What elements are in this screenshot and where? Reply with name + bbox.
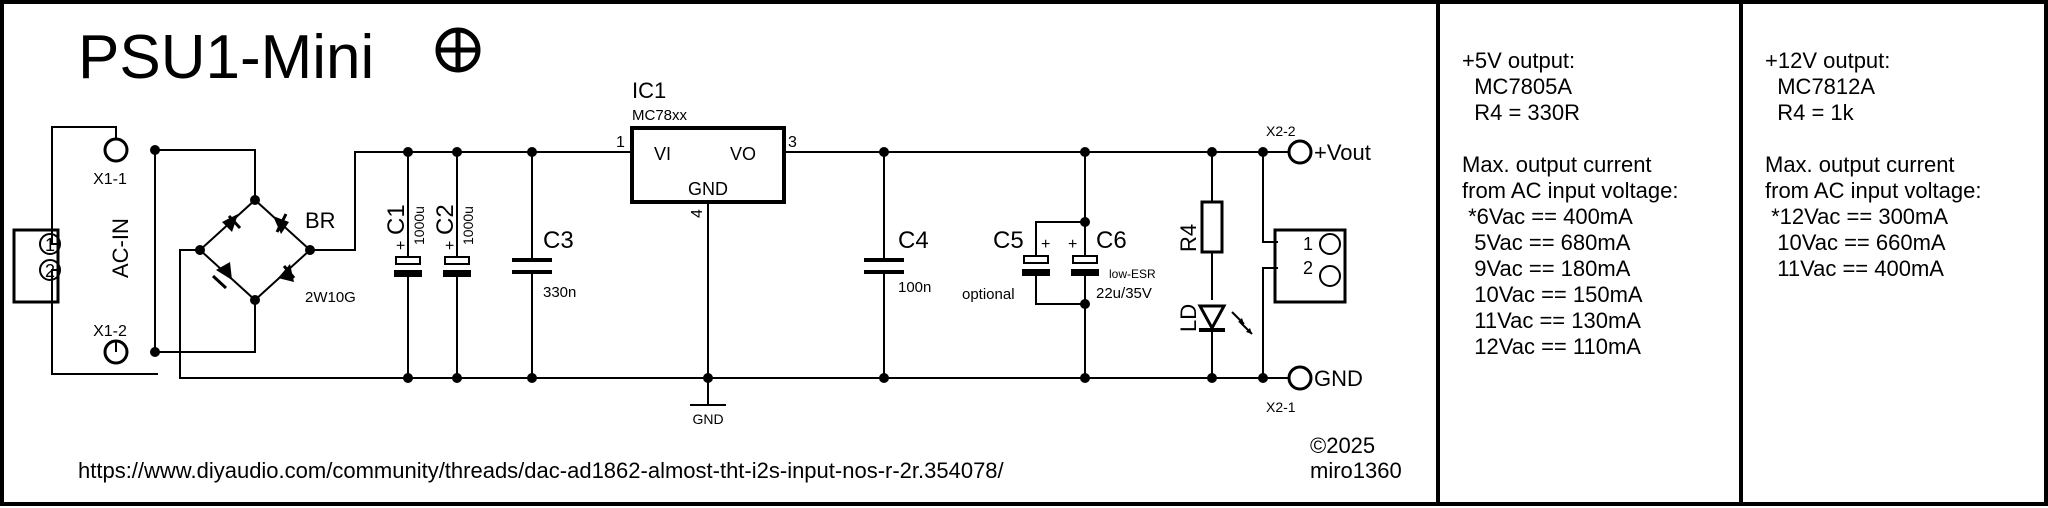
ac-in-pin2-label: 2 <box>45 261 55 281</box>
note-line <box>1462 126 1678 152</box>
ic-vo-label: VO <box>730 144 756 164</box>
ic-ref: IC1 <box>632 78 666 103</box>
capacitor-c1: + C1 1000u <box>383 152 427 378</box>
c4-value: 100n <box>898 279 931 296</box>
note-line: +5V output: <box>1462 48 1576 73</box>
x2-2-label: X2-2 <box>1266 123 1296 139</box>
c2-value: 1000u <box>460 206 476 245</box>
note-line: 10Vac == 660mA <box>1765 230 1946 255</box>
note-line: MC7812A <box>1765 74 1876 99</box>
note-line: 5Vac == 680mA <box>1462 230 1631 255</box>
bridge-rectifier: BR 2W10G <box>195 195 356 306</box>
led-ld: LD <box>1176 304 1253 378</box>
note-line: +12V output: <box>1765 48 1891 73</box>
ic-vi-label: VI <box>654 144 671 164</box>
c5-plus: + <box>1041 236 1050 253</box>
note-line: 11Vac == 130mA <box>1462 308 1641 333</box>
note-line: Max. output current <box>1765 152 1955 177</box>
c5-ref: C5 <box>993 227 1024 254</box>
notes-12v-output: +12V output: MC7812A R4 = 1k Max. output … <box>1765 48 1981 282</box>
note-line: 9Vac == 180mA <box>1462 256 1631 281</box>
note-line: from AC input voltage: <box>1462 178 1679 203</box>
c6-note: low-ESR <box>1109 267 1156 281</box>
crosshair-logo-icon <box>435 27 481 73</box>
note-line: from AC input voltage: <box>1765 178 1982 203</box>
regulator-ic1: IC1 MC78xx VI VO GND 1 3 4 <box>616 78 797 218</box>
out-pin1-label: 1 <box>1303 234 1313 254</box>
ic-pin4-label: 4 <box>689 209 706 218</box>
x1-2-label: X1-2 <box>93 323 127 340</box>
ground-symbol: GND <box>690 404 726 427</box>
x1-1-label: X1-1 <box>93 171 127 188</box>
ic-value: MC78xx <box>632 107 688 124</box>
bridge-value-label: 2W10G <box>305 289 356 306</box>
notes-5v-output: +5V output: MC7805A R4 = 330R Max. output… <box>1462 48 1678 360</box>
out-pin2-label: 2 <box>1303 258 1313 278</box>
note-line <box>1765 126 1981 152</box>
capacitor-c3: C3 330n <box>512 152 576 378</box>
capacitor-c4: C4 100n <box>864 152 931 378</box>
resistor-r4: R4 <box>1176 152 1224 300</box>
c1-value: 1000u <box>411 206 427 245</box>
x2-2-terminal <box>1287 139 1313 165</box>
x2-1-label: X2-1 <box>1266 399 1296 415</box>
ic-gnd-label: GND <box>688 179 728 199</box>
vout-label: +Vout <box>1314 140 1371 165</box>
c6-ref: C6 <box>1096 227 1127 254</box>
note-line: Max. output current <box>1462 152 1652 177</box>
c4-ref: C4 <box>898 227 929 254</box>
gnd-symbol-label: GND <box>692 411 723 427</box>
c2-plus: + <box>442 241 459 250</box>
page-title: PSU1-Mini <box>78 23 374 92</box>
output-connector: 1 2 <box>1273 228 1347 304</box>
c1-plus: + <box>393 241 410 250</box>
c6-plus: + <box>1068 236 1077 253</box>
note-line: MC7805A <box>1462 74 1573 99</box>
c2-ref: C2 <box>432 204 459 235</box>
capacitor-c2: + C2 1000u <box>432 152 476 378</box>
gnd-out-label: GND <box>1314 366 1363 391</box>
note-line: *6Vac == 400mA <box>1462 204 1633 229</box>
ic-pin3-label: 3 <box>788 134 797 151</box>
note-line: 10Vac == 150mA <box>1462 282 1643 307</box>
bridge-ref-label: BR <box>305 208 336 233</box>
x1-1-terminal <box>103 137 129 163</box>
ac-in-connector: 1 2 AC-IN <box>12 218 133 304</box>
c6-value: 22u/35V <box>1096 285 1152 302</box>
note-line: 11Vac == 400mA <box>1765 256 1944 281</box>
ac-in-label: AC-IN <box>108 218 133 278</box>
note-line: R4 = 1k <box>1765 100 1854 125</box>
thread-url: https://www.diyaudio.com/community/threa… <box>78 458 1005 483</box>
c1-ref: C1 <box>383 204 410 235</box>
copyright-label: ©2025 <box>1310 433 1375 458</box>
c5-value: optional <box>962 286 1015 303</box>
capacitor-c5: + C5 optional <box>962 221 1085 305</box>
ac-in-pin1-label: 1 <box>45 235 55 255</box>
note-line: *12Vac == 300mA <box>1765 204 1949 229</box>
c3-value: 330n <box>543 284 576 301</box>
x2-1-terminal <box>1287 365 1313 391</box>
note-line: R4 = 330R <box>1462 100 1581 125</box>
capacitor-c6: + C6 low-ESR 22u/35V <box>1068 152 1156 378</box>
c3-ref: C3 <box>543 227 574 254</box>
note-line: 12Vac == 110mA <box>1462 334 1641 359</box>
author-label: miro1360 <box>1310 458 1402 483</box>
led-ref: LD <box>1176 304 1201 332</box>
ic-pin1-label: 1 <box>616 134 625 151</box>
r4-ref: R4 <box>1176 224 1201 252</box>
